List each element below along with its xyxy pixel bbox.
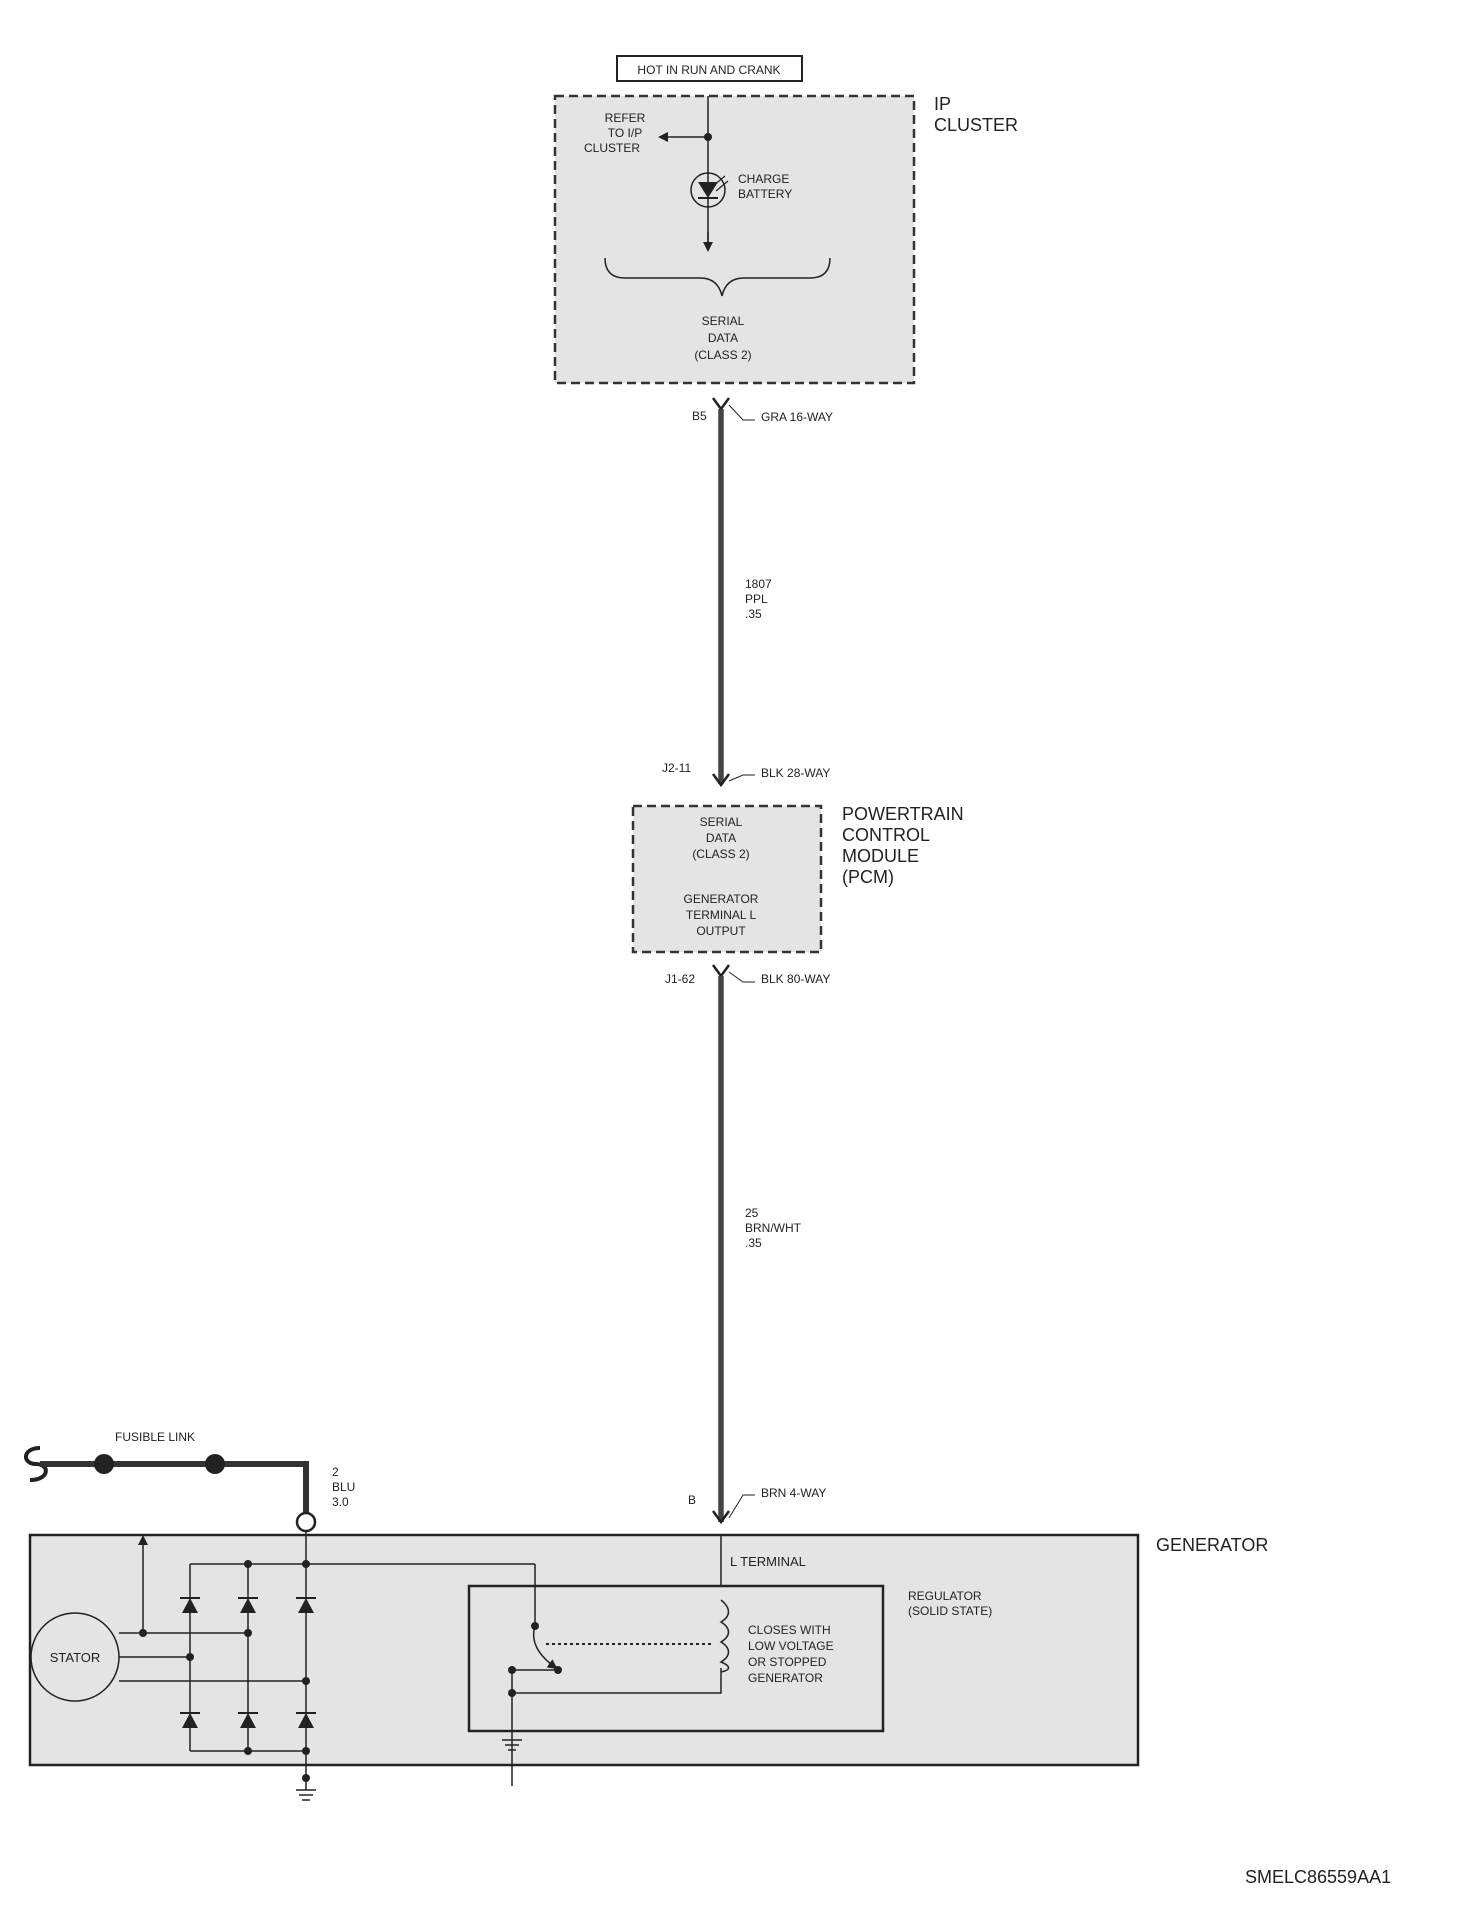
ip-refer-text-1: REFER — [605, 111, 646, 125]
wire-25-text-3: .35 — [745, 1236, 762, 1250]
pcm-serial-text-1: SERIAL — [700, 815, 743, 829]
ip-serial-text-2: DATA — [708, 331, 738, 345]
wire-2-blu[interactable] — [40, 1461, 309, 1522]
connector-j1-62-leader — [728, 971, 755, 983]
pcm-name-3: MODULE — [842, 846, 919, 866]
fusible-link-dot-1 — [94, 1454, 114, 1474]
diode-icon — [296, 1597, 316, 1613]
regulator-label-2: (SOLID STATE) — [908, 1604, 992, 1618]
fusible-link-dot-2 — [205, 1454, 225, 1474]
switch-note-1: CLOSES WITH — [748, 1623, 831, 1637]
connector-j1-62-name: BLK 80-WAY — [761, 972, 830, 986]
wire-2-text-1: 2 — [332, 1465, 339, 1479]
connector-gen-b[interactable] — [711, 1510, 731, 1525]
charge-lamp-text-1: CHARGE — [738, 172, 789, 186]
wire-1807-text-2: PPL — [745, 592, 768, 606]
diode-icon — [296, 1712, 316, 1728]
ip-refer-text-3: CLUSTER — [584, 141, 640, 155]
power-label-text: HOT IN RUN AND CRANK — [637, 63, 780, 77]
connector-j2-11-leader — [728, 774, 755, 782]
ip-cluster-name-2: CLUSTER — [934, 115, 1018, 135]
connector-gen-leader — [728, 1494, 755, 1519]
pcm-output-text-2: TERMINAL L — [686, 908, 757, 922]
switch-note-3: OR STOPPED — [748, 1655, 827, 1669]
field-junction — [139, 1629, 147, 1637]
pcm-serial-text-3: (CLASS 2) — [692, 847, 749, 861]
bridge-node-3 — [186, 1653, 194, 1661]
bridge-node-6 — [244, 1747, 252, 1755]
bridge-node-7 — [302, 1747, 310, 1755]
regulator-return — [512, 1668, 722, 1694]
wire-25-text-2: BRN/WHT — [745, 1221, 802, 1235]
ground-icon — [502, 1739, 522, 1751]
connector-j2-11[interactable] — [711, 773, 731, 788]
battery-feed-break-icon — [24, 1446, 48, 1482]
pcm-name-4: (PCM) — [842, 867, 894, 887]
bridge-node-5 — [302, 1677, 310, 1685]
ip-serial-text-3: (CLASS 2) — [694, 348, 751, 362]
battery-terminal[interactable] — [295, 1511, 317, 1533]
generator-name: GENERATOR — [1156, 1535, 1268, 1555]
connector-gen-name: BRN 4-WAY — [761, 1486, 826, 1500]
fusible-link-label: FUSIBLE LINK — [115, 1430, 195, 1444]
bridge-node-1 — [244, 1560, 252, 1568]
ground-icon — [296, 1789, 316, 1801]
pcm-module[interactable] — [631, 804, 823, 954]
ip-cluster-module[interactable] — [553, 94, 916, 385]
diode-icon — [238, 1712, 258, 1728]
switch-note-2: LOW VOLTAGE — [748, 1639, 834, 1653]
stator-label: STATOR — [50, 1650, 101, 1665]
wire-1807-text-3: .35 — [745, 607, 762, 621]
connector-b5[interactable] — [711, 397, 731, 412]
ip-refer-text-2: TO I/P — [608, 126, 642, 140]
diode-icon — [180, 1597, 200, 1613]
figure-code: SMELC86559AA1 — [1245, 1867, 1391, 1887]
wire-2-text-2: BLU — [332, 1480, 355, 1494]
diode-icon — [180, 1712, 200, 1728]
connector-j1-62[interactable] — [711, 964, 731, 979]
ground-node — [302, 1774, 310, 1782]
regulator-label-1: REGULATOR — [908, 1589, 982, 1603]
charge-battery-lamp-icon — [690, 172, 729, 208]
charge-lamp-text-2: BATTERY — [738, 187, 792, 201]
wire-25-text-1: 25 — [745, 1206, 759, 1220]
switch-arm — [532, 1625, 558, 1670]
diode-icon — [238, 1597, 258, 1613]
pcm-serial-text-2: DATA — [706, 831, 736, 845]
pcm-name-2: CONTROL — [842, 825, 930, 845]
connector-b5-leader — [728, 404, 755, 421]
pcm-output-text-3: OUTPUT — [696, 924, 746, 938]
wire-1807-text-1: 1807 — [745, 577, 772, 591]
connector-j2-11-name: BLK 28-WAY — [761, 766, 830, 780]
relay-coil-icon — [719, 1599, 730, 1673]
bridge-node-2 — [302, 1560, 310, 1568]
pcm-name-1: POWERTRAIN — [842, 804, 964, 824]
l-terminal-label: L TERMINAL — [730, 1554, 806, 1569]
bridge-node-4 — [244, 1629, 252, 1637]
connector-j2-11-pin: J2-11 — [662, 761, 691, 775]
connector-b5-pin: B5 — [692, 409, 707, 423]
connector-b5-name: GRA 16-WAY — [761, 410, 833, 424]
regulator-box[interactable] — [467, 1584, 885, 1733]
power-source-label: HOT IN RUN AND CRANK — [616, 55, 803, 82]
ip-serial-text-1: SERIAL — [702, 314, 745, 328]
connector-j1-62-pin: J1-62 — [665, 972, 695, 986]
connector-gen-pin: B — [688, 1493, 696, 1507]
wire-2-text-3: 3.0 — [332, 1495, 349, 1509]
serial-brace — [604, 257, 831, 297]
ip-cluster-name-1: IP — [934, 94, 951, 114]
switch-note-4: GENERATOR — [748, 1671, 823, 1685]
pcm-output-text-1: GENERATOR — [684, 892, 759, 906]
